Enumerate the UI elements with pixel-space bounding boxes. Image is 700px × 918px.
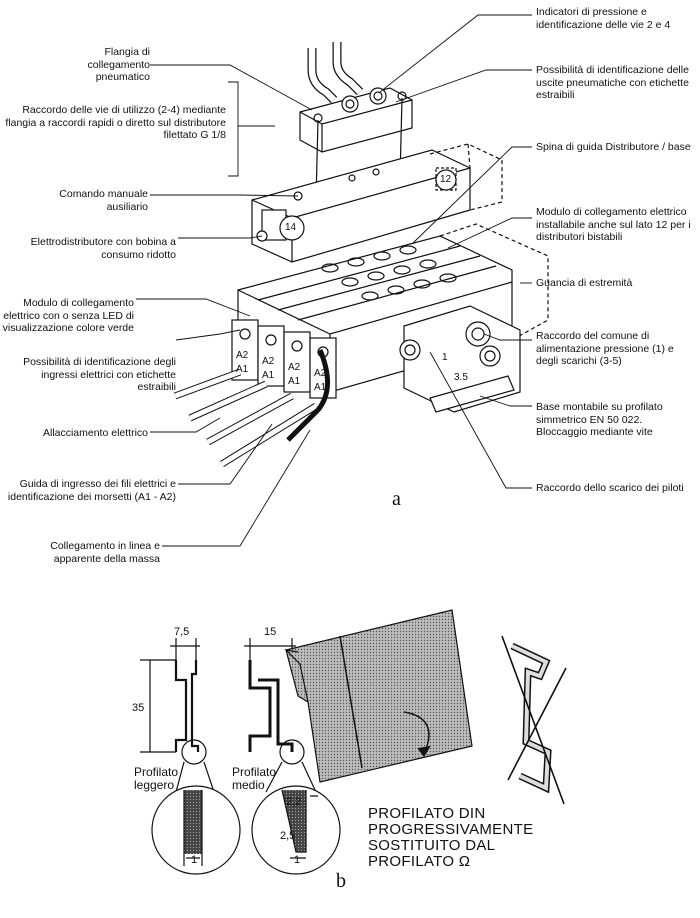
label-spina: Spina di guida Distributore / base bbox=[536, 141, 691, 153]
valve-body bbox=[251, 149, 471, 263]
flange-body bbox=[299, 87, 413, 153]
valve-island-drawing bbox=[173, 42, 549, 467]
mark-12: 12 bbox=[440, 174, 452, 185]
medium-profile bbox=[248, 660, 294, 752]
label-massa: Collegamento in linea e apparente della … bbox=[50, 540, 160, 565]
note-profilato-din: PROFILATO DIN PROGRESSIVAMENTE SOSTITUIT… bbox=[368, 805, 534, 870]
figure-letter-b: b bbox=[336, 870, 346, 892]
mark-a2-1: A2 bbox=[236, 350, 249, 361]
mark-a1-2: A1 bbox=[262, 370, 275, 381]
label-allacciamento: Allacciamento elettrico bbox=[42, 427, 148, 439]
mark-a1-1: A1 bbox=[236, 364, 249, 375]
pipe-right-inner bbox=[333, 42, 363, 95]
light-profile bbox=[174, 660, 200, 752]
pipe-left-inner bbox=[308, 48, 337, 103]
label-raccordo-comune: Raccordo del comune di alimentazione pre… bbox=[536, 330, 674, 367]
label-guida-fili: Guida di ingresso dei fili elettrici e i… bbox=[2, 478, 176, 503]
label-flangia: Flangia di collegamento pneumatico bbox=[87, 46, 150, 83]
label-profilato-leggero: Profilato leggero bbox=[134, 765, 179, 792]
dim-2-2: 2,2 bbox=[286, 796, 302, 808]
label-elettrodistributore: Elettrodistributore con bobina a consumo… bbox=[30, 236, 176, 261]
mark-a1-4: A1 bbox=[314, 382, 327, 393]
dim-35: 35 bbox=[132, 702, 145, 714]
label-modulo-led: Modulo di collegamento elettrico con o s… bbox=[2, 297, 134, 334]
mark-a1-3: A1 bbox=[288, 376, 301, 387]
label-modulo-lato12: Modulo di collegamento elettrico install… bbox=[536, 206, 691, 243]
label-guida-fili-suffix: 1 - A2) bbox=[145, 490, 176, 503]
dashed-extension bbox=[429, 143, 503, 211]
dim-2-5: 2,5 bbox=[280, 830, 296, 842]
label-base: Base montabile su profilato simmetrico E… bbox=[536, 401, 663, 438]
mark-3-5: 3.5 bbox=[454, 372, 468, 383]
din-rail bbox=[429, 375, 515, 413]
mark-a2-4: A2 bbox=[314, 368, 327, 379]
label-scarico-piloti: Raccordo dello scarico dei piloti bbox=[536, 482, 684, 494]
label-uscite: Possibilità di identificazione delle usc… bbox=[536, 64, 689, 101]
dim-1-medium: 1 bbox=[294, 854, 301, 866]
dim-7-5: 7,5 bbox=[174, 626, 190, 638]
label-indicatori: Indicatori di pressione e identificazion… bbox=[536, 6, 671, 31]
label-profilato-medio: Profilato medio bbox=[232, 765, 277, 792]
mark-a2-2: A2 bbox=[262, 356, 275, 367]
figure-letter-a: a bbox=[392, 488, 401, 510]
dim-15: 15 bbox=[264, 626, 277, 638]
label-raccordo-vie: Raccordo delle vie di utilizzo (2-4) med… bbox=[5, 104, 226, 141]
label-identificazione-ingressi: Possibilità di identificazione degli ing… bbox=[23, 356, 176, 393]
dim-1-light: 1 bbox=[191, 854, 198, 866]
din-profiles bbox=[140, 609, 567, 875]
label-guancia: Guancia di estremità bbox=[536, 277, 633, 289]
terminal-blocks bbox=[231, 319, 337, 399]
cables bbox=[173, 349, 331, 467]
mark-a2-3: A2 bbox=[288, 362, 301, 373]
port-holes bbox=[321, 245, 457, 301]
label-guida-fili-text: Guida di ingresso dei fili elettrici e i… bbox=[7, 478, 176, 503]
leader-lines bbox=[136, 14, 532, 547]
mark-1: 1 bbox=[442, 352, 448, 363]
tilted-module bbox=[285, 609, 473, 783]
label-comando-manuale: Comando manuale ausiliario bbox=[59, 188, 148, 213]
mark-14: 14 bbox=[285, 222, 297, 233]
